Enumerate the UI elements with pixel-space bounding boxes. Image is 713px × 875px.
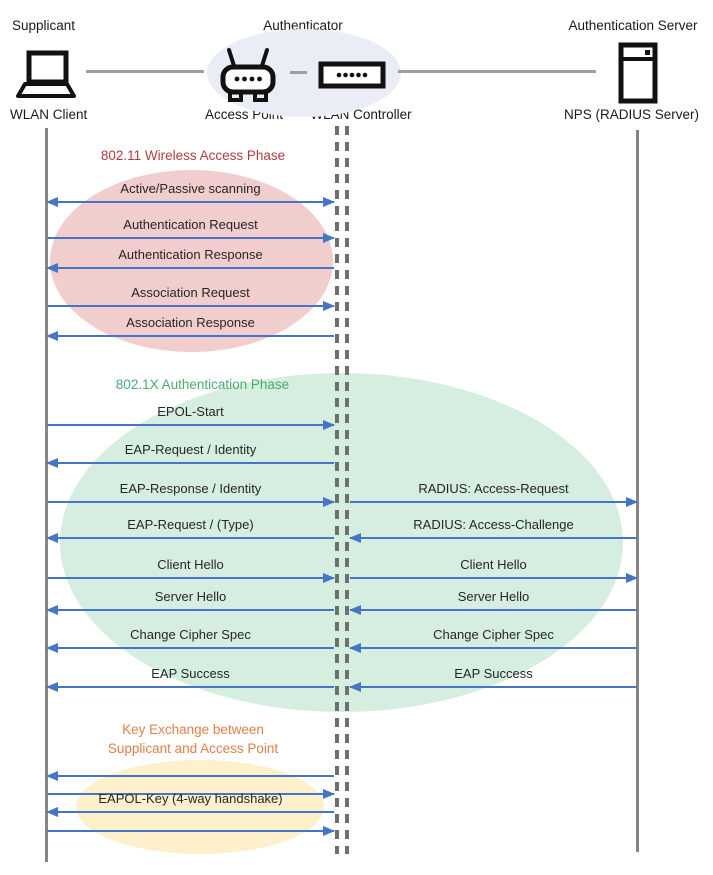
server-icon xyxy=(618,42,658,104)
wireless-access-phase-ellipse xyxy=(50,170,333,352)
auth-server-lifeline xyxy=(636,130,639,852)
arrowhead-right xyxy=(323,301,335,311)
arrowhead-right xyxy=(323,197,335,207)
message-arrow-right xyxy=(47,826,335,836)
arrowhead-left xyxy=(349,643,361,653)
message-label: Client Hello xyxy=(460,557,527,572)
dot1x-authentication-phase-ellipse xyxy=(60,373,623,712)
authentication-server-role-label: Authentication Server xyxy=(568,18,698,33)
arrowhead-left xyxy=(46,682,58,692)
nps-radius-server-label: NPS (RADIUS Server) xyxy=(563,107,700,122)
message-arrow-right xyxy=(350,573,638,583)
message-arrow-right xyxy=(350,497,638,507)
arrowhead-left xyxy=(46,197,58,207)
message-arrow-right xyxy=(47,233,335,243)
message-arrow-left xyxy=(46,458,334,468)
message-label: Change Cipher Spec xyxy=(433,627,554,642)
arrowhead-left xyxy=(46,458,58,468)
message-label: Association Response xyxy=(126,315,255,330)
dot1x-authentication-phase-title: 802.1X Authentication Phase xyxy=(115,377,290,392)
message-arrow-both xyxy=(46,197,335,207)
arrowhead-right xyxy=(323,573,335,583)
arrowhead-left xyxy=(349,682,361,692)
wireless-access-phase-title: 802.11 Wireless Access Phase xyxy=(100,148,286,163)
message-label: RADIUS: Access-Request xyxy=(418,481,569,496)
message-arrow-left xyxy=(349,643,637,653)
connector-ap-controller xyxy=(290,71,307,74)
wlan-controller-icon xyxy=(318,61,386,89)
message-label: Change Cipher Spec xyxy=(130,627,251,642)
message-arrow-right xyxy=(47,420,335,430)
message-arrow-left xyxy=(46,771,334,781)
arrowhead-right xyxy=(323,789,335,799)
message-label: EPOL-Start xyxy=(157,404,224,419)
wlan-controller-lifeline xyxy=(345,126,349,854)
message-label: Authentication Request xyxy=(123,217,258,232)
message-label: EAPOL-Key (4-way handshake) xyxy=(98,791,283,806)
connector-client-ap xyxy=(86,70,204,73)
arrowhead-left xyxy=(349,533,361,543)
connector-controller-server xyxy=(398,70,596,73)
arrowhead-left xyxy=(46,331,58,341)
message-label: Association Request xyxy=(131,285,250,300)
message-label: EAP-Request / Identity xyxy=(124,442,257,457)
message-label: Server Hello xyxy=(457,589,530,604)
arrowhead-right xyxy=(626,573,638,583)
message-arrow-left xyxy=(46,533,334,543)
arrowhead-left xyxy=(46,605,58,615)
arrowhead-right xyxy=(626,497,638,507)
arrowhead-left xyxy=(46,533,58,543)
supplicant-lifeline xyxy=(45,128,48,862)
message-arrow-left xyxy=(46,682,334,692)
arrowhead-right xyxy=(323,233,335,243)
message-label: EAP-Response / Identity xyxy=(119,481,262,496)
message-arrow-right xyxy=(47,301,335,311)
laptop-icon xyxy=(16,50,76,98)
arrowhead-right xyxy=(323,826,335,836)
message-label: EAP-Request / (Type) xyxy=(127,517,254,532)
message-label: RADIUS: Access-Challenge xyxy=(413,517,574,532)
arrowhead-left xyxy=(46,807,58,817)
message-arrow-left xyxy=(46,605,334,615)
wlan-client-label: WLAN Client xyxy=(10,107,88,122)
arrowhead-right xyxy=(323,497,335,507)
message-arrow-left xyxy=(46,263,334,273)
message-label: Server Hello xyxy=(154,589,227,604)
message-arrow-left xyxy=(46,807,334,817)
access-point-icon xyxy=(220,48,276,102)
message-arrow-right xyxy=(47,497,335,507)
arrowhead-left xyxy=(349,605,361,615)
access-point-lifeline xyxy=(335,126,339,854)
message-arrow-left xyxy=(46,331,334,341)
arrowhead-left xyxy=(46,643,58,653)
key-exchange-phase-title: Key Exchange between Supplicant and Acce… xyxy=(107,722,279,756)
arrowhead-right xyxy=(323,420,335,430)
supplicant-role-label: Supplicant xyxy=(12,18,76,33)
message-label: Client Hello xyxy=(157,557,224,572)
arrowhead-left xyxy=(46,771,58,781)
message-arrow-left xyxy=(349,605,637,615)
message-label: Active/Passive scanning xyxy=(120,181,261,196)
message-arrow-right xyxy=(47,573,335,583)
arrowhead-left xyxy=(46,263,58,273)
message-arrow-left xyxy=(349,682,637,692)
message-arrow-left xyxy=(349,533,637,543)
message-arrow-right xyxy=(47,789,335,799)
message-arrow-left xyxy=(46,643,334,653)
message-label: EAP Success xyxy=(151,666,230,681)
message-label: EAP Success xyxy=(454,666,533,681)
message-label: Authentication Response xyxy=(118,247,263,262)
